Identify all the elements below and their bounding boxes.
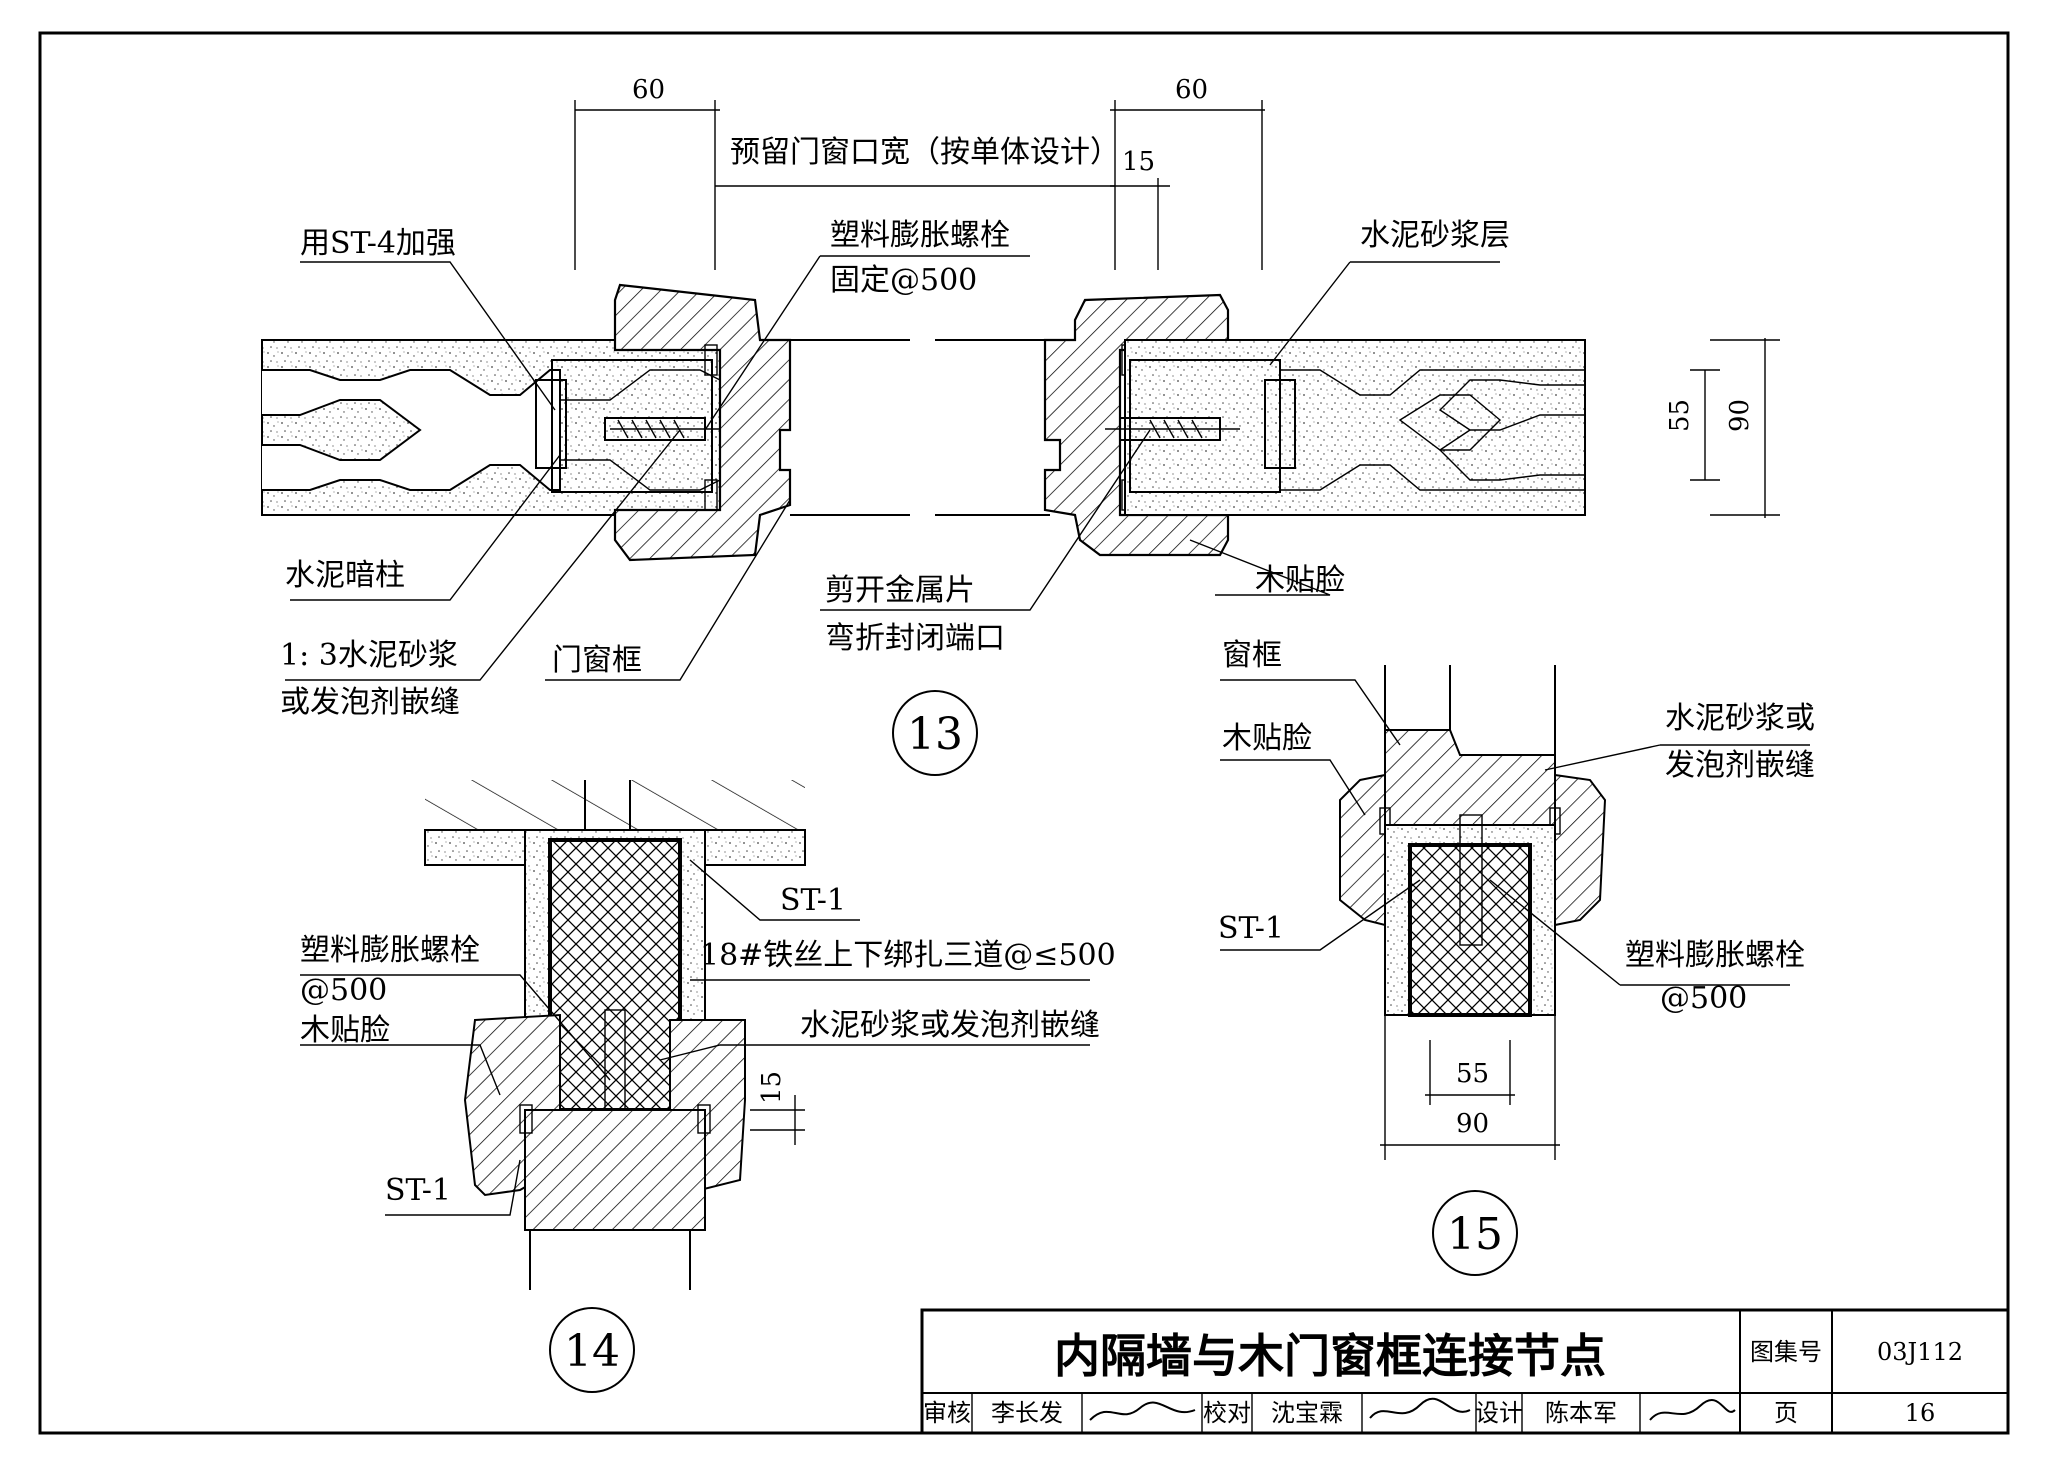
review-signature [1089, 1401, 1196, 1421]
drawing-title: 内隔墙与木门窗框连接节点 [1054, 1329, 1606, 1383]
design-label: 设计 [1475, 1399, 1523, 1427]
callout-wood-trim-14: 木贴脸 [300, 1013, 390, 1048]
callout-st1-bottom-14: ST-1 [385, 1173, 451, 1208]
callout-mortar-14: 水泥砂浆或发泡剂嵌缝 [800, 1008, 1100, 1043]
callout-mortar-15-line1: 水泥砂浆或 [1665, 701, 1815, 736]
check-name: 沈宝霖 [1271, 1399, 1343, 1427]
detail-15-marker [1432, 1190, 1518, 1276]
callout-door-frame: 门窗框 [552, 643, 642, 678]
dim-90-det15: 90 [1456, 1109, 1489, 1139]
atlas-label: 图集号 [1750, 1338, 1822, 1366]
callout-wire-14: 18#铁丝上下绑扎三道@≤500 [700, 938, 1116, 973]
expansion-bolt-15 [1459, 814, 1483, 946]
callout-bolt-14-line2: @500 [300, 973, 387, 1008]
design-signature [1649, 1399, 1736, 1421]
page-number: 16 [1905, 1399, 1936, 1427]
callout-concrete-column: 水泥暗柱 [285, 558, 405, 593]
callout-cut-metal-line1: 剪开金属片 [825, 573, 975, 608]
wall-panel-left [261, 339, 723, 516]
dim-55-det15: 55 [1456, 1059, 1489, 1089]
callout-mortar-15-line2: 发泡剂嵌缝 [1665, 748, 1815, 783]
detail-15: 55 90 窗框 木贴脸 水泥砂浆或 发泡剂嵌缝 ST-1 塑料膨胀螺栓 @50… [1218, 638, 1815, 1276]
callout-bolt-13-line2: 固定@500 [830, 263, 977, 298]
callout-cut-metal-line2: 弯折封闭端口 [825, 621, 1005, 656]
dim-55-right: 55 [1665, 399, 1695, 432]
callout-st4: 用ST-4加强 [300, 226, 456, 261]
callout-bolt-15-line2: @500 [1660, 981, 1747, 1016]
callout-st1-15: ST-1 [1218, 911, 1284, 946]
review-name: 李长发 [991, 1399, 1063, 1427]
detail-13-marker [892, 690, 978, 776]
st1-channel-14 [548, 838, 682, 1112]
atlas-number: 03J112 [1877, 1338, 1963, 1366]
page-label: 页 [1774, 1399, 1798, 1427]
design-name: 陈本军 [1545, 1399, 1617, 1427]
detail-14: 15 ST-1 18#铁丝上下绑扎三道@≤500 塑料膨胀螺栓 @500 木贴脸… [300, 780, 1116, 1393]
leaders-13 [285, 255, 1500, 681]
dimension-lines-13 [574, 100, 1780, 518]
dim-60-left: 60 [632, 75, 665, 105]
dim-60-right: 60 [1175, 75, 1208, 105]
callout-mortar-13-line2: 或发泡剂嵌缝 [280, 685, 460, 720]
detail-14-marker [549, 1307, 635, 1393]
callout-mortar-layer: 水泥砂浆层 [1360, 218, 1510, 253]
dim-15-det14: 15 [757, 1071, 787, 1104]
wall-panel-right [1124, 339, 1586, 516]
title-block: 内隔墙与木门窗框连接节点 图集号 03J112 审核 李长发 校对 沈宝霖 设计… [920, 1308, 2010, 1435]
callout-bolt-14-line1: 塑料膨胀螺栓 [300, 933, 480, 968]
callout-bolt-15-line1: 塑料膨胀螺栓 [1625, 938, 1805, 973]
detail-14-number: 14 [564, 1326, 620, 1377]
detail-13: 60 60 15 预留门窗口宽（按单体设计） 55 90 用ST-4加强 塑料膨… [261, 75, 1780, 776]
dim-opening-width: 预留门窗口宽（按单体设计） [730, 135, 1120, 170]
callout-mortar-13-line1: 1: 3水泥砂浆 [280, 638, 458, 673]
callout-bolt-13-line1: 塑料膨胀螺栓 [830, 218, 1010, 253]
dim-90-right: 90 [1725, 399, 1755, 432]
callout-st1-top-14: ST-1 [780, 883, 846, 918]
check-signature [1369, 1397, 1471, 1419]
st4-channel-right [1264, 379, 1296, 469]
st1-channel-15 [1408, 843, 1532, 1017]
callout-window-frame: 窗框 [1222, 638, 1282, 673]
callout-wood-trim-15: 木贴脸 [1222, 721, 1312, 756]
callout-wood-trim-13: 木贴脸 [1255, 563, 1345, 598]
review-label: 审核 [923, 1399, 971, 1427]
detail-13-number: 13 [907, 709, 963, 760]
detail-15-number: 15 [1447, 1209, 1503, 1260]
dim-15-top: 15 [1122, 147, 1155, 177]
check-label: 校对 [1203, 1399, 1251, 1427]
